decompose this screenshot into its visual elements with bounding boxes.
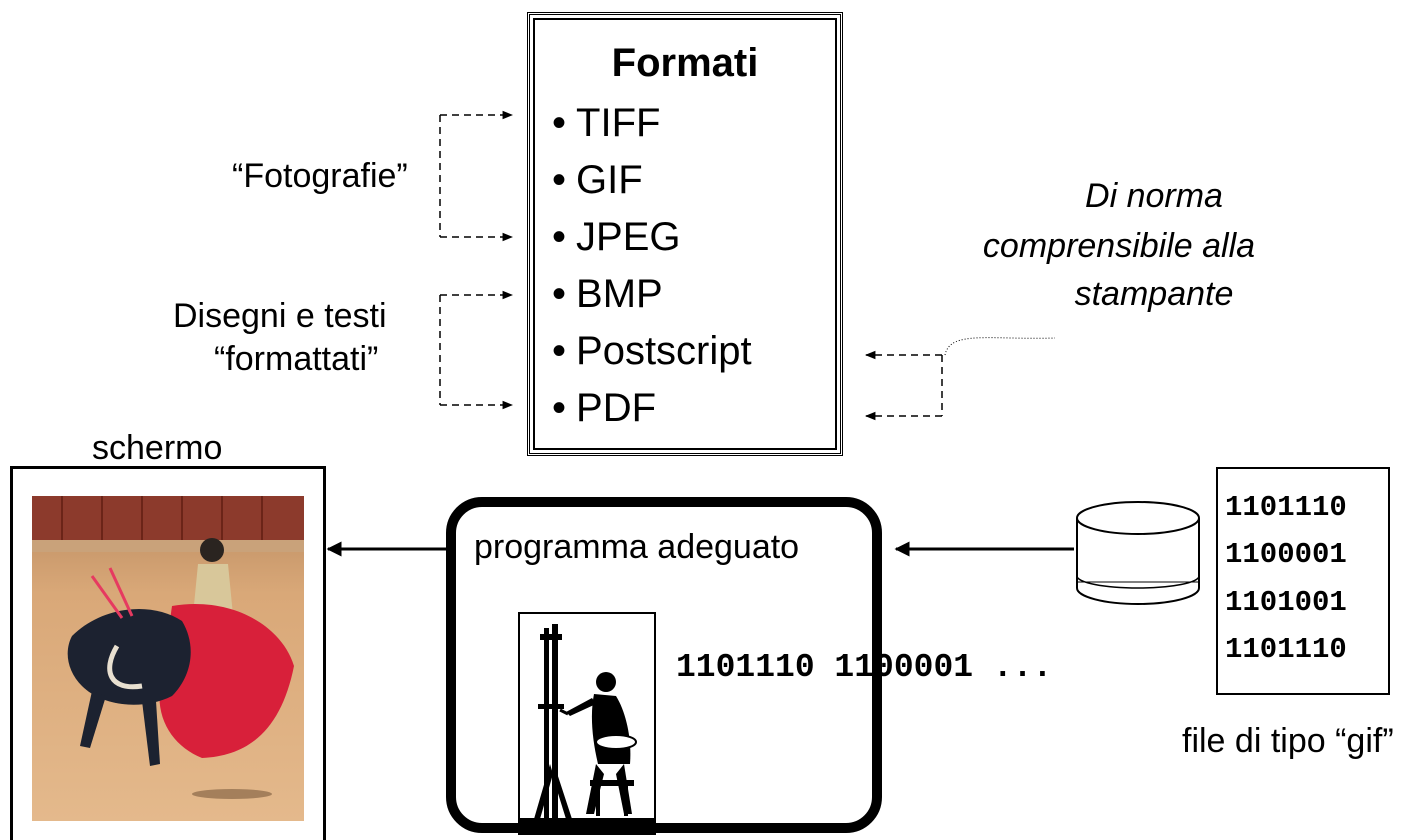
program-box	[446, 497, 882, 833]
drawings-bracket	[439, 290, 514, 410]
file-line: 1101110	[1225, 491, 1347, 524]
file-caption: file di tipo “gif”	[1182, 722, 1394, 760]
format-label: JPEG	[576, 215, 681, 259]
printer-note-line2: comprensibile alla	[982, 227, 1256, 265]
file-line: 1100001	[1225, 538, 1347, 571]
format-item-bmp: •BMP	[552, 272, 663, 316]
printer-bracket	[864, 350, 943, 421]
formats-title: Formati	[611, 41, 759, 85]
printer-note-pointer	[944, 337, 1056, 356]
format-item-pdf: •PDF	[552, 386, 657, 430]
format-label: PDF	[576, 386, 657, 430]
screen-frame	[10, 466, 326, 840]
gif-file-box	[1216, 467, 1390, 695]
painter-at-easel-icon	[520, 624, 654, 835]
format-label: Postscript	[576, 329, 752, 373]
file-line: 1101110	[1225, 633, 1347, 666]
photos-bracket	[439, 110, 514, 242]
format-item-postscript: •Postscript	[552, 329, 752, 373]
format-label: GIF	[576, 158, 643, 202]
printer-note-line1: Di norma	[1085, 177, 1223, 215]
screen-label: schermo	[92, 429, 223, 467]
printer-note-line3: stampante	[1074, 275, 1234, 313]
format-label: BMP	[576, 272, 663, 316]
format-item-gif: •GIF	[552, 158, 643, 202]
binary-stream: 1101110 1100001 ...	[676, 649, 1053, 686]
drawings-label-line1: Disegni e testi	[173, 297, 387, 335]
disk-cylinder-icon	[1076, 501, 1200, 605]
file-line: 1101001	[1225, 586, 1347, 619]
photos-label: “Fotografie”	[232, 157, 408, 195]
drawings-label-line2: “formattati”	[214, 340, 379, 378]
painter-frame	[518, 612, 656, 835]
formats-box	[527, 12, 843, 456]
format-label: TIFF	[576, 101, 661, 145]
format-item-tiff: •TIFF	[552, 101, 661, 145]
bullfighter-photo-icon	[32, 496, 304, 821]
format-item-jpeg: •JPEG	[552, 215, 681, 259]
program-label: programma adeguato	[474, 528, 800, 566]
